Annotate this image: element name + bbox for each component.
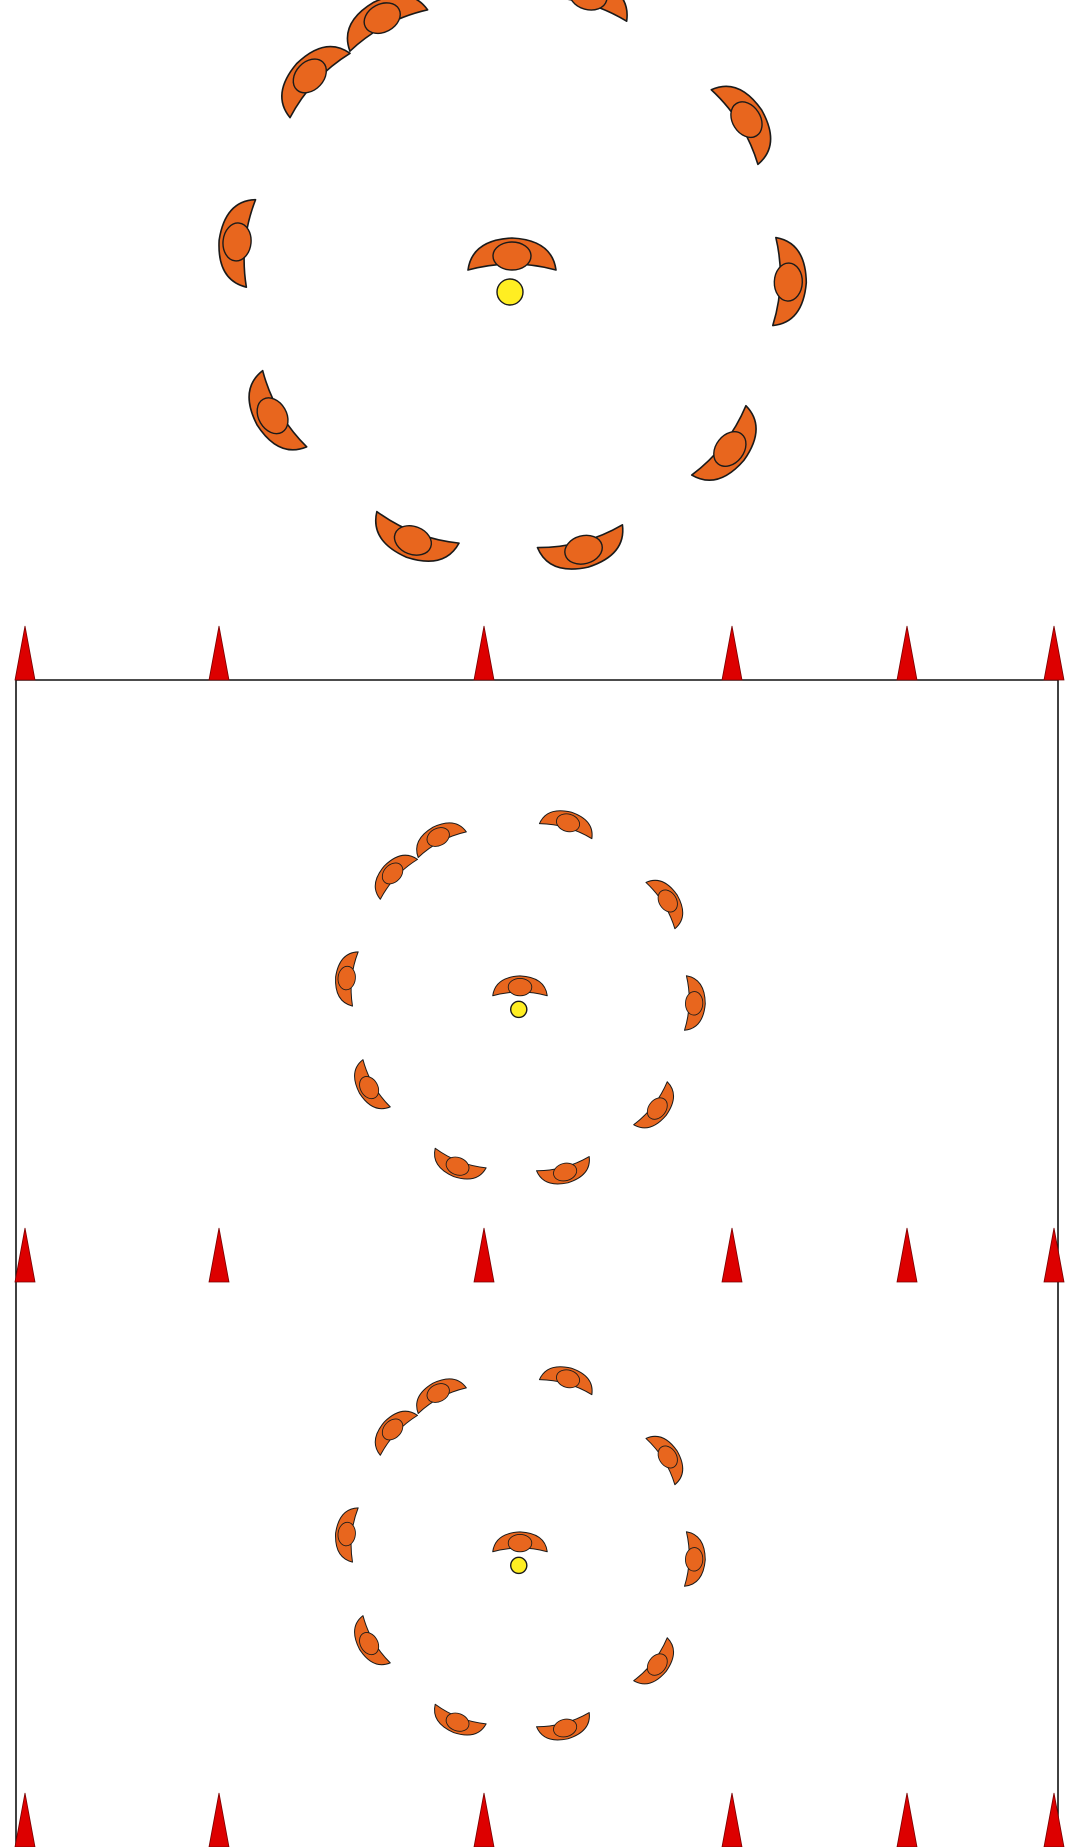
presenter bbox=[468, 238, 556, 305]
listener-seat bbox=[409, 814, 466, 857]
listener-seat bbox=[267, 31, 350, 117]
seat-icon bbox=[685, 1547, 703, 1571]
marker-icon bbox=[722, 1793, 742, 1847]
seat-icon bbox=[685, 991, 703, 1015]
presenter-icon bbox=[497, 279, 523, 305]
seat-icon bbox=[508, 1534, 532, 1551]
marker-icon bbox=[897, 626, 917, 680]
listener-seat bbox=[685, 1532, 707, 1587]
seating-groups bbox=[215, 0, 808, 1746]
seat-icon bbox=[508, 978, 532, 995]
listener-seat bbox=[539, 1361, 597, 1395]
presenter bbox=[493, 1532, 548, 1574]
marker-icon bbox=[722, 1228, 742, 1282]
listener-seat bbox=[366, 1402, 418, 1455]
marker-icon bbox=[722, 626, 742, 680]
listener-seat bbox=[536, 1713, 594, 1746]
listener-seat bbox=[335, 0, 428, 51]
listener-seat bbox=[646, 872, 692, 929]
listener-seat bbox=[333, 950, 358, 1006]
marker-icon bbox=[209, 1228, 229, 1282]
marker-icon bbox=[474, 1793, 494, 1847]
marker-icon bbox=[897, 1228, 917, 1282]
listener-seat bbox=[542, 0, 635, 21]
listener-seat bbox=[539, 805, 597, 839]
listener-seat bbox=[366, 846, 418, 899]
marker-icon bbox=[209, 626, 229, 680]
listener-seat bbox=[333, 1506, 358, 1562]
marker-icon bbox=[15, 626, 35, 680]
marker-icon bbox=[474, 1228, 494, 1282]
marker-icon bbox=[209, 1793, 229, 1847]
listener-seat bbox=[773, 238, 808, 327]
listener-seat bbox=[428, 1148, 486, 1186]
listener-seat bbox=[634, 1082, 683, 1137]
presenter-seat bbox=[493, 1532, 548, 1552]
marker-icon bbox=[474, 626, 494, 680]
presenter-icon bbox=[511, 1001, 527, 1017]
listener-seat bbox=[346, 1616, 390, 1673]
listener-seat bbox=[536, 1157, 594, 1190]
presenter-seat bbox=[493, 976, 548, 996]
listener-seat bbox=[346, 1060, 390, 1117]
presenter-seat bbox=[468, 238, 556, 270]
marker-icon bbox=[15, 1228, 35, 1282]
listener-seat bbox=[685, 976, 707, 1031]
listener-seat bbox=[692, 406, 771, 495]
seat-icon bbox=[774, 263, 803, 302]
seat-icon bbox=[493, 242, 531, 270]
marker-rows bbox=[15, 626, 1064, 1847]
marker-icon bbox=[1044, 1793, 1064, 1847]
listener-seat bbox=[646, 1428, 692, 1485]
listener-seat bbox=[428, 1704, 486, 1742]
presenter bbox=[493, 976, 548, 1018]
marker-icon bbox=[1044, 626, 1064, 680]
presenter-icon bbox=[511, 1557, 527, 1573]
listener-seat bbox=[711, 73, 785, 165]
seating-group-bottom bbox=[333, 1361, 706, 1746]
listener-seat bbox=[634, 1638, 683, 1693]
seating-group-top bbox=[215, 0, 808, 578]
listener-seat bbox=[409, 1370, 466, 1413]
listener-seat bbox=[235, 371, 307, 463]
listener-seat bbox=[365, 512, 459, 573]
seating-group-middle bbox=[333, 805, 706, 1190]
listener-seat bbox=[537, 525, 630, 579]
marker-icon bbox=[897, 1793, 917, 1847]
listener-seat bbox=[215, 196, 256, 287]
marker-icon bbox=[1044, 1228, 1064, 1282]
marker-icon bbox=[15, 1793, 35, 1847]
